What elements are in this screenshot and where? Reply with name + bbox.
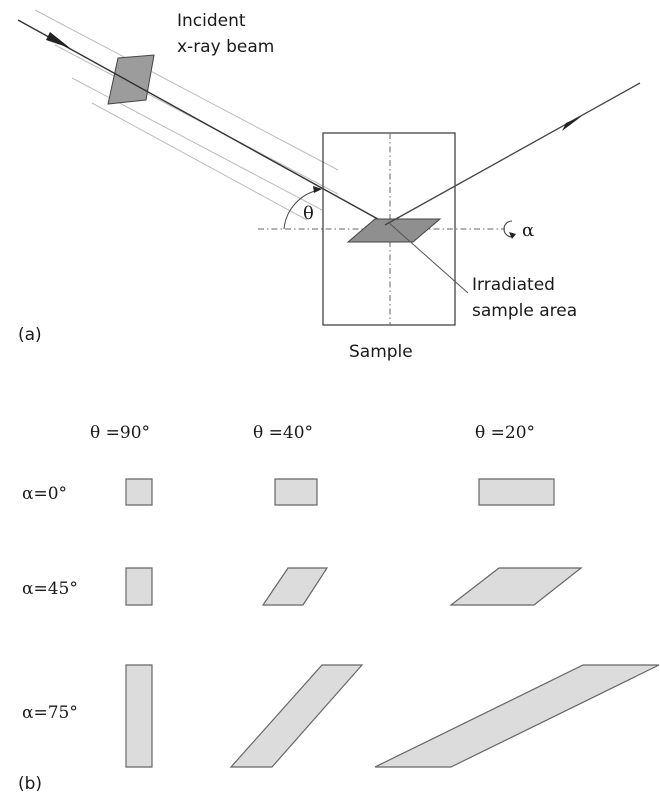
alpha-rotation-arrowhead — [509, 232, 516, 239]
footprint-alpha75-theta90 — [125, 664, 153, 768]
theta-arc — [283, 189, 320, 230]
panel-b-label: (b) — [18, 774, 42, 794]
incident-beam-line — [17, 19, 386, 224]
beam-label-line2: x-ray beam — [177, 37, 274, 57]
panel-b: θ =90° θ =40° θ =20° α=0° α=45° α=75° (b… — [18, 423, 660, 794]
sample-label: Sample — [349, 342, 413, 362]
beam-guide-line — [34, 9, 339, 171]
column-header-theta-40: θ =40° — [253, 423, 313, 443]
alpha-rotation-icon — [503, 220, 513, 238]
footprint-alpha0-theta90 — [125, 478, 153, 506]
beam-guide-line — [91, 102, 308, 221]
footprint-alpha45-theta40 — [261, 567, 329, 606]
diffracted-beam-arrowhead — [562, 116, 582, 131]
row-header-alpha-45: α=45° — [22, 579, 78, 599]
theta-label: θ — [303, 203, 314, 224]
irradiated-area-shape — [346, 218, 442, 243]
area-label-line1: Irradiated — [472, 275, 555, 295]
beam-label-line1: Incident — [177, 11, 246, 31]
footprint-alpha75-theta40 — [229, 664, 364, 768]
footprint-alpha45-theta20 — [449, 567, 583, 606]
row-header-alpha-75: α=75° — [22, 703, 78, 723]
alpha-label: α — [522, 220, 534, 241]
theta-arc-arrowhead — [313, 186, 322, 193]
column-header-theta-90: θ =90° — [90, 423, 150, 443]
incident-beam-arrowhead — [46, 32, 70, 48]
panel-a: Incident x-ray beam θ α Irradiated sampl… — [17, 9, 641, 362]
diffracted-beam-line — [384, 82, 641, 226]
column-header-theta-20: θ =20° — [475, 423, 535, 443]
row-header-alpha-0: α=0° — [22, 484, 67, 504]
footprint-alpha75-theta20 — [374, 664, 660, 768]
beam-cross-section — [107, 54, 155, 105]
footprint-alpha45-theta90 — [125, 567, 153, 606]
area-label-line2: sample area — [472, 301, 577, 321]
area-leader-line — [387, 221, 469, 294]
panel-a-label: (a) — [18, 325, 42, 345]
footprint-alpha0-theta20 — [478, 478, 555, 506]
sample-frame — [322, 132, 456, 326]
footprint-alpha0-theta40 — [274, 478, 318, 506]
